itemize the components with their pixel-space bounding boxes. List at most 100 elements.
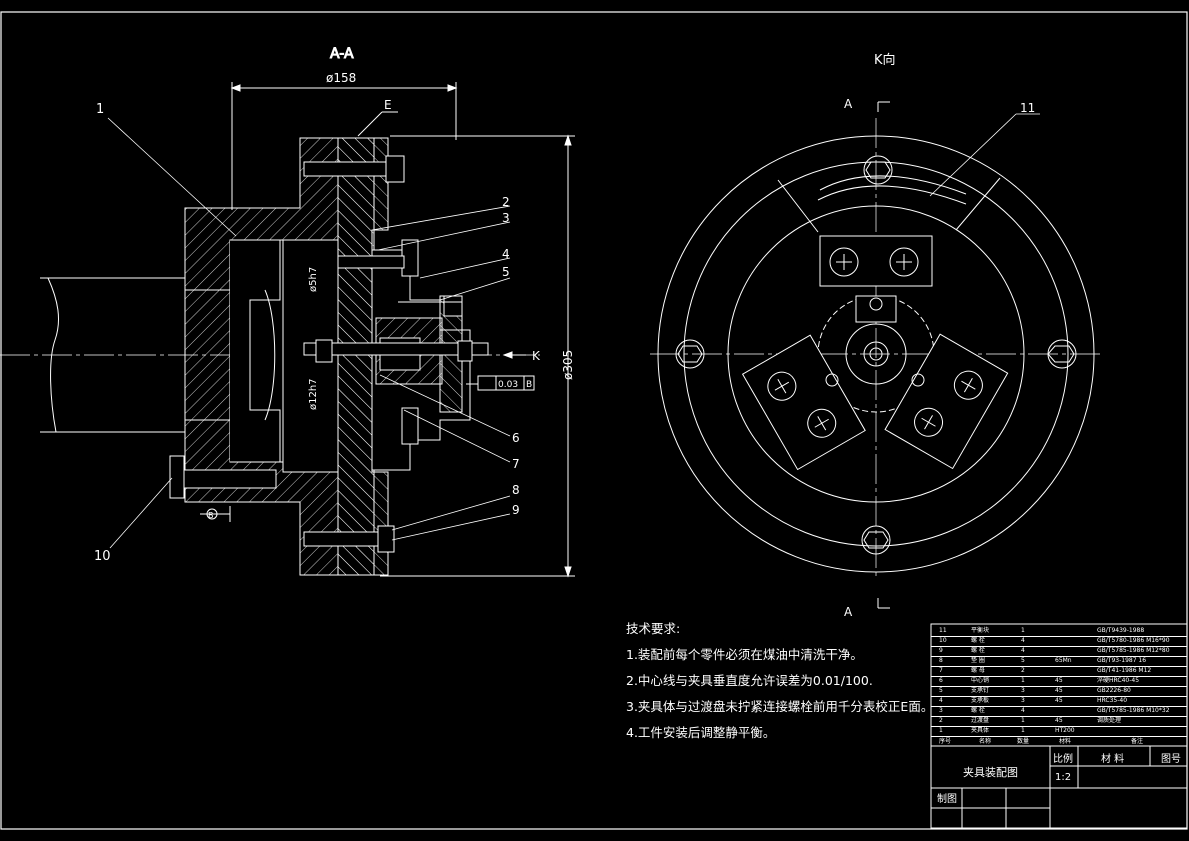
parts-cell-name: 螺 栓	[971, 647, 985, 654]
parts-cell-qty: 3	[1021, 697, 1025, 704]
leader-1: 1	[96, 102, 104, 117]
header-material: 材料	[1059, 738, 1072, 745]
leader-7: 7	[512, 457, 520, 471]
material-label: 材 料	[1101, 754, 1125, 765]
k-view-title: K向	[874, 52, 896, 68]
dim-bore-1: ø5h7	[308, 267, 319, 292]
parts-row: 3 螺 栓 4 GB/T5785-1986 M10*32	[931, 706, 1187, 717]
parts-cell-no: 2	[939, 717, 943, 724]
tolerance-value: 0.03	[498, 380, 518, 390]
parts-cell-no: 10	[939, 637, 947, 644]
bolt-right	[1047, 339, 1077, 369]
parts-cell-qty: 1	[1021, 677, 1025, 684]
dim-bore-2: ø12h7	[308, 378, 319, 410]
leader-3: 3	[502, 211, 510, 225]
parts-cell-material: 65Mn	[1055, 657, 1072, 664]
dim-width: ø158	[326, 71, 356, 85]
scale-label: 比例	[1053, 754, 1073, 765]
parts-cell-qty: 4	[1021, 637, 1025, 644]
tech-item: 1.装配前每个零件必须在煤油中清洗干净。	[626, 647, 863, 662]
parts-cell-no: 8	[939, 657, 943, 664]
title-block-frame	[930, 623, 1188, 829]
parts-cell-note: 淬硬HRC40-45	[1097, 677, 1140, 684]
parts-cell-qty: 5	[1021, 657, 1025, 664]
parts-cell-no: 7	[939, 667, 943, 674]
parts-cell-note: GB2226-80	[1097, 687, 1131, 694]
parts-row: 4 支承板 3 45 HRC35-40	[931, 696, 1187, 707]
header-qty: 数量	[1017, 738, 1030, 745]
parts-cell-note: HRC35-40	[1097, 697, 1128, 704]
parts-cell-note: GB/T9439-1988	[1097, 627, 1145, 634]
leader-4: 4	[502, 247, 510, 261]
parts-cell-material: 45	[1055, 697, 1063, 704]
parts-cell-no: 9	[939, 647, 943, 654]
section-mark-bottom: A	[844, 605, 853, 619]
parts-row: 8 垫 圈 5 65Mn GB/T93-1987 16	[931, 656, 1187, 667]
parts-cell-name: 平衡块	[971, 627, 990, 634]
drawn-by: 制图	[937, 794, 957, 805]
tech-item: 4.工件安装后调整静平衡。	[626, 725, 776, 740]
leader-9: 9	[512, 503, 520, 517]
technical-requirements: 技术要求: 1.装配前每个零件必须在煤油中清洗干净。 2.中心线与夹具垂直度允许…	[626, 616, 933, 746]
parts-cell-material: 45	[1055, 717, 1063, 724]
parts-cell-qty: 4	[1021, 647, 1025, 654]
parts-cell-name: 支承钉	[971, 687, 990, 694]
parts-cell-name: 螺 栓	[971, 707, 985, 714]
parts-cell-note: GB/T41-1986 M12	[1097, 667, 1152, 674]
parts-row: 10 螺 栓 4 GB/T5780-1986 M16*90	[931, 636, 1187, 647]
tech-heading: 技术要求:	[626, 621, 681, 636]
label-k: K	[532, 349, 541, 363]
parts-cell-name: 螺 母	[971, 667, 985, 674]
parts-cell-note: GB/T93-1987 16	[1097, 657, 1147, 664]
datum-b: B	[208, 511, 214, 520]
parts-cell-qty: 2	[1021, 667, 1025, 674]
drawing-no-label: 图号	[1161, 754, 1181, 765]
parts-cell-note: 调质处理	[1097, 717, 1122, 724]
drawing-frame	[0, 11, 1188, 830]
parts-row: 7 螺 母 2 GB/T41-1986 M12	[931, 666, 1187, 677]
section-mark-top: A	[844, 97, 853, 111]
parts-cell-name: 过渡盘	[971, 717, 990, 724]
parts-cell-no: 4	[939, 697, 943, 704]
section-title: A-A	[330, 46, 354, 62]
leader-11: 11	[1020, 101, 1035, 115]
parts-header-row: 序号 名称 数量 材料 备注	[931, 736, 1187, 747]
bolt-top	[863, 155, 893, 185]
parts-cell-qty: 4	[1021, 707, 1025, 714]
parts-row: 6 中心销 1 45 淬硬HRC40-45	[931, 676, 1187, 687]
parts-cell-name: 螺 栓	[971, 637, 985, 644]
parts-cell-no: 11	[939, 627, 947, 634]
parts-cell-qty: 1	[1021, 627, 1025, 634]
header-name: 名称	[979, 738, 992, 745]
parts-cell-name: 夹具体	[971, 727, 990, 734]
parts-cell-name: 中心销	[971, 677, 990, 684]
parts-cell-no: 3	[939, 707, 943, 714]
parts-cell-qty: 1	[1021, 727, 1025, 734]
tolerance-datum: B	[526, 380, 532, 390]
leader-2: 2	[502, 195, 510, 209]
parts-cell-name: 垫 圈	[971, 657, 985, 664]
parts-cell-note: GB/T5785-1986 M10*32	[1097, 707, 1170, 714]
drawing-name: 夹具装配图	[963, 766, 1018, 779]
leader-8: 8	[512, 483, 520, 497]
parts-cell-no: 6	[939, 677, 943, 684]
bolt-bottom	[861, 525, 891, 555]
parts-cell-no: 1	[939, 727, 943, 734]
parts-cell-qty: 1	[1021, 717, 1025, 724]
label-e: E	[384, 98, 392, 112]
parts-row: 11 平衡块 1 GB/T9439-1988	[931, 626, 1187, 637]
tech-item: 3.夹具体与过渡盘未拧紧连接螺栓前用千分表校正E面。	[626, 699, 934, 714]
header-note: 备注	[1131, 738, 1144, 745]
section-view: A-A ø158 ø305	[0, 46, 575, 578]
parts-cell-no: 5	[939, 687, 943, 694]
parts-cell-material: 45	[1055, 677, 1063, 684]
bolt-left	[675, 339, 705, 369]
leader-10: 10	[94, 549, 111, 564]
parts-cell-material: HT200	[1055, 727, 1075, 734]
parts-cell-name: 支承板	[971, 697, 990, 704]
parts-cell-note: GB/T5780-1986 M16*90	[1097, 637, 1170, 644]
k-view: K向	[650, 52, 1100, 619]
parts-cell-material: 45	[1055, 687, 1063, 694]
